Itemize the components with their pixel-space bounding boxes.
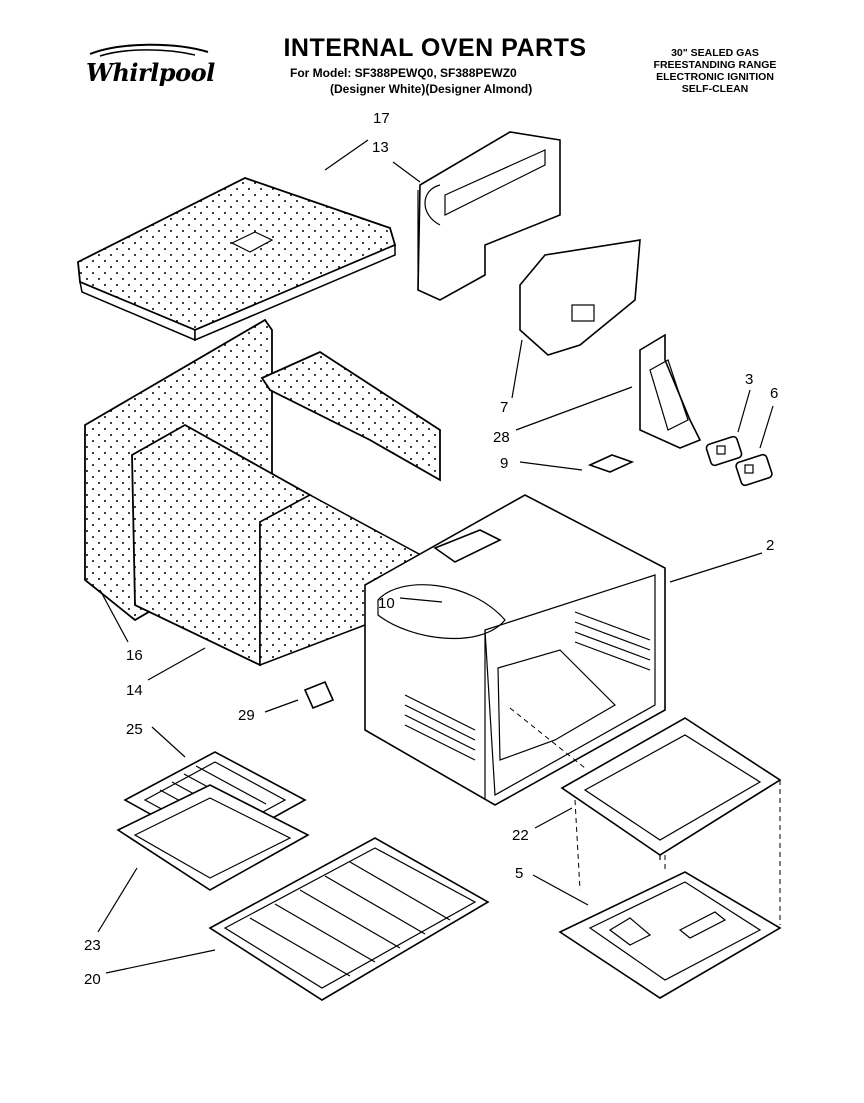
callout-17: 17: [373, 110, 390, 127]
page-title: INTERNAL OVEN PARTS: [283, 34, 587, 62]
callout-9: 9: [500, 455, 508, 472]
callout-29: 29: [238, 707, 255, 724]
burner-box: [558, 871, 782, 999]
gasket: [587, 454, 635, 473]
callout-leaders: [97, 139, 774, 974]
duct-cover: [519, 239, 641, 356]
callout-10: 10: [378, 595, 395, 612]
top-insulation-pad: [77, 177, 397, 342]
callout-22: 22: [512, 827, 529, 844]
callout-20: 20: [84, 971, 101, 988]
plate-6: [735, 453, 773, 487]
callout-5: 5: [515, 865, 523, 882]
spec-line-4: SELF-CLEAN: [681, 83, 749, 95]
spec-line-2: FREESTANDING RANGE: [653, 59, 777, 71]
callout-14: 14: [126, 682, 143, 699]
vent-duct: [417, 131, 561, 301]
spec-line-1: 30" SEALED GAS: [671, 47, 759, 59]
callout-7: 7: [500, 399, 508, 416]
callout-28: 28: [493, 429, 510, 446]
clip: [303, 680, 335, 710]
spec-line-3: ELECTRONIC IGNITION: [656, 71, 774, 83]
callout-25: 25: [126, 721, 143, 738]
callout-3: 3: [745, 371, 753, 388]
callout-6: 6: [770, 385, 778, 402]
model-line: For Model: SF388PEWQ0, SF388PEWZ0: [290, 66, 517, 80]
callout-13: 13: [372, 139, 389, 156]
mounting-bracket: [639, 333, 702, 449]
oven-rack: [208, 837, 490, 1001]
brand-name: Whirlpool: [86, 58, 215, 87]
broiler-pan: [116, 784, 310, 891]
callout-2: 2: [766, 537, 774, 554]
variant-line: (Designer White)(Designer Almond): [330, 82, 533, 96]
callout-16: 16: [126, 647, 143, 664]
callout-23: 23: [84, 937, 101, 954]
plate-3: [705, 435, 743, 467]
whirlpool-logo-icon: Whirlpool: [80, 40, 220, 94]
oven-cavity: [364, 494, 666, 806]
front-insulation-wrap: [131, 423, 431, 667]
